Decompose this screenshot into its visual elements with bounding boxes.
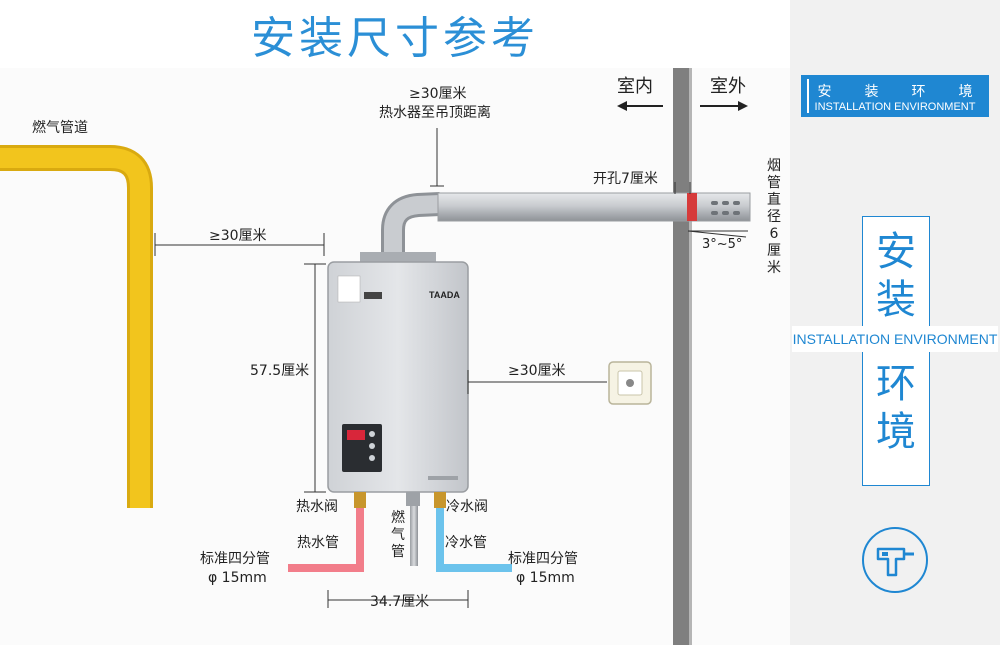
- drill-icon-shape: [876, 547, 914, 577]
- hole-label: 开孔7厘米: [593, 171, 658, 187]
- angle-label: 3°~5°: [702, 237, 743, 252]
- vertical-title-char: 环: [876, 361, 916, 407]
- gas-fitting: [406, 492, 420, 506]
- cold-pipe-label: 冷水管: [445, 535, 487, 551]
- wall-socket-hole: [626, 379, 634, 387]
- heater-nameplate: [428, 476, 458, 480]
- indoor-arrow-head: [617, 101, 627, 111]
- width-label: 34.7厘米: [370, 594, 430, 610]
- right-clearance-label: ≥30厘米: [508, 363, 566, 379]
- flue-seal-ring: [687, 193, 697, 221]
- gas-pipe-inner: [0, 148, 150, 508]
- badge-zh-char: 境: [958, 84, 973, 100]
- badge-en: INSTALLATION ENVIRONMENT: [814, 101, 976, 113]
- badge-zh-char: 环: [911, 84, 926, 100]
- wall-edge: [689, 68, 692, 645]
- badge-zh-char: 装: [864, 84, 879, 100]
- badge-zh: 安 装 环 境: [801, 81, 989, 101]
- heater-top-bracket: [360, 252, 436, 262]
- panel-button-b: [369, 443, 375, 449]
- badge-zh-char: 安: [817, 84, 832, 100]
- outdoor-arrow-head: [738, 101, 748, 111]
- top-clearance-desc-label: 热水器至吊顶距离: [379, 105, 491, 121]
- flue-diameter-label: 烟管直径6厘米: [767, 158, 781, 276]
- panel-button-c: [369, 455, 375, 461]
- flue-pipe: [437, 192, 751, 222]
- gas-vertical-pipe: [410, 506, 418, 566]
- panel-button-a: [369, 431, 375, 437]
- drill-icon: [862, 527, 928, 593]
- cold-valve-label: 冷水阀: [446, 499, 488, 515]
- vertical-title-char: 安: [876, 229, 916, 275]
- vertical-title-char: 装: [876, 277, 916, 323]
- hot-pipe-label: 热水管: [297, 535, 339, 551]
- vertical-title-char: 境: [876, 409, 916, 455]
- panel-display: [347, 430, 365, 440]
- hot-valve-fitting: [354, 492, 366, 508]
- height-label: 57.5厘米: [250, 363, 310, 379]
- diameter-right-label: φ 15mm: [516, 570, 575, 586]
- angle-line-b: [687, 230, 747, 238]
- page-title: 安装尺寸参考: [251, 13, 539, 64]
- brand-label: TAADA: [429, 290, 460, 300]
- gas-pipe-label: 燃气管道: [32, 120, 88, 136]
- flue-vent-holes: [711, 201, 740, 215]
- indoor-label: 室内: [617, 76, 653, 97]
- installation-badge: 安 装 环 境 INSTALLATION ENVIRONMENT: [801, 75, 989, 117]
- hot-valve-label: 热水阀: [296, 499, 338, 515]
- gas-vertical-pipe-label: 燃气管: [391, 510, 405, 560]
- top-clearance-label: ≥30厘米: [409, 86, 467, 102]
- cold-valve-fitting: [434, 492, 446, 508]
- hot-water-pipe: [288, 508, 364, 572]
- diameter-left-label: φ 15mm: [208, 570, 267, 586]
- std-pipe-left-label: 标准四分管: [200, 551, 270, 567]
- left-clearance-label: ≥30厘米: [209, 228, 267, 244]
- flue-elbow-inner: [384, 195, 441, 258]
- cold-water-pipe: [436, 508, 512, 572]
- std-pipe-right-label: 标准四分管: [508, 551, 578, 567]
- heater-logo: [364, 292, 382, 299]
- wall: [673, 68, 689, 645]
- diagram-canvas: [0, 68, 751, 645]
- vertical-title-en: INSTALLATION ENVIRONMENT: [792, 326, 998, 352]
- energy-label: [337, 275, 361, 303]
- outdoor-label: 室外: [710, 76, 746, 97]
